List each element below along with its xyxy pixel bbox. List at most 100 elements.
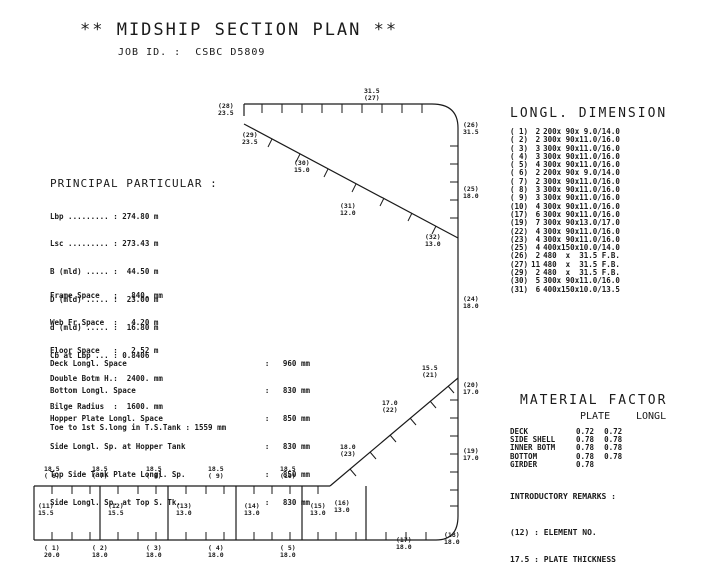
- longl-no: ( 3): [510, 143, 529, 153]
- longl-size: 300x 90x11.0/16.0: [543, 201, 620, 211]
- hopper-line: [329, 377, 459, 487]
- material-member: BOTTOM: [510, 451, 538, 461]
- longl-size: 480 x 31.5 F.B.: [543, 251, 620, 261]
- element-label: ( 4)18.0: [208, 544, 224, 559]
- longl-no: ( 6): [510, 168, 529, 178]
- element-label: (26)31.5: [463, 121, 479, 136]
- element-label: 18.5( 6): [44, 465, 60, 480]
- longl-no: (30): [510, 276, 529, 286]
- longl-no: ( 4): [510, 151, 529, 161]
- longl-count: 3: [535, 143, 541, 153]
- longl-no: (25): [510, 243, 529, 253]
- material-longl: 0.78: [604, 451, 623, 461]
- element-label: (11)15.5: [38, 502, 54, 517]
- spacing-row: Deck Longl. Space: 960 mm: [50, 358, 310, 368]
- longl-count: 4: [535, 201, 541, 211]
- spacing-row: Side Longl. Sp. at Top S. Tk.: 830 mm: [50, 498, 310, 508]
- longl-no: ( 2): [510, 135, 529, 145]
- material-longl: 0.72: [604, 427, 623, 436]
- longl-no: ( 5): [510, 160, 529, 170]
- gunwale-corner: [431, 103, 459, 129]
- longl-size: 300x 90x11.0/16.0: [543, 151, 620, 161]
- element-label: 18.5( 7): [92, 465, 108, 480]
- element-label: (19)17.0: [463, 447, 479, 462]
- longl-no: ( 7): [510, 176, 529, 186]
- spacing-row: Bottom Longl. Space: 830 mm: [50, 386, 310, 396]
- longl-no: (17): [510, 209, 529, 219]
- element-label: (17)18.0: [396, 536, 412, 551]
- material-factor-heading: MATERIAL FACTOR: [520, 393, 668, 408]
- longl-size: 300x 90x11.0/16.0: [543, 185, 620, 195]
- longl-count: 3: [535, 193, 541, 203]
- element-label: ( 5)18.0: [280, 544, 296, 559]
- longl-count: 7: [535, 218, 541, 228]
- longl-no: (31): [510, 284, 529, 294]
- longl-no: (23): [510, 234, 529, 244]
- longl-count: 6: [535, 209, 541, 219]
- longl-no: ( 9): [510, 193, 529, 203]
- element-label: 31.5(27): [364, 87, 380, 102]
- material-plate: 0.78: [576, 459, 595, 469]
- longl-size: 300x 90x13.0/17.0: [543, 218, 620, 228]
- job-id: JOB ID. : CSBC D5809: [118, 47, 266, 58]
- bilge-curve: [435, 515, 459, 541]
- material-member: INNER BOTM: [510, 443, 556, 453]
- element-label: (24)18.0: [463, 295, 479, 310]
- principal-heading: PRINCIPAL PARTICULAR :: [50, 177, 218, 190]
- material-plate: 0.78: [576, 435, 595, 445]
- element-label: ( 2)18.0: [92, 544, 108, 559]
- longl-size: 480 x 31.5 F.B.: [543, 259, 620, 269]
- element-label: 18.0(23): [340, 443, 356, 458]
- longl-size: 200x 90x 9.0/14.0: [543, 168, 620, 178]
- longl-count: 4: [535, 160, 541, 170]
- longl-count: 2: [535, 127, 541, 136]
- longl-no: (29): [510, 268, 529, 278]
- remarks-list: (12) : ELEMENT NO. 17.5 : PLATE THICKNES…: [510, 527, 616, 565]
- longitudinal-ticks: [51, 104, 458, 540]
- material-longl: [604, 461, 632, 469]
- element-label: 17.0(22): [382, 399, 398, 414]
- longl-count: 11: [531, 259, 541, 269]
- longl-count: 2: [535, 168, 541, 178]
- element-label: 18.5( 8): [146, 465, 162, 480]
- longl-count: 2: [535, 251, 541, 261]
- remarks-heading: INTRODUCTORY REMARKS :: [510, 492, 616, 501]
- element-label: (14)13.0: [244, 502, 260, 517]
- element-label: 18.5(10): [280, 465, 296, 480]
- longl-size: 480 x 31.5 F.B.: [543, 268, 620, 278]
- longl-size: 300x 90x11.0/16.0: [543, 276, 620, 286]
- element-label: (13)13.0: [176, 502, 192, 517]
- element-label: (15)13.0: [310, 502, 326, 517]
- material-member: SIDE SHELL: [510, 435, 556, 445]
- page-title: ** MIDSHIP SECTION PLAN **: [80, 20, 399, 40]
- spacing-list: Frame Space : 840. mm Web Fr.Space : 4.2…: [50, 290, 163, 412]
- longl-size: 200x 90x 9.0/14.0: [543, 127, 620, 136]
- longl-count: 2: [535, 176, 541, 186]
- material-col-plate: PLATE: [580, 411, 611, 422]
- longl-no: (26): [510, 251, 529, 261]
- longl-no: (19): [510, 218, 529, 228]
- longl-count: 6: [535, 284, 541, 294]
- spacing-row: Top Side Tank Plate Longl. Sp.: 850 mm: [50, 470, 310, 480]
- longl-count: 4: [535, 234, 541, 244]
- longl-spacing: Deck Longl. Space: 960 mm Bottom Longl. …: [50, 340, 310, 517]
- element-label: 15.5(21): [422, 364, 438, 379]
- element-label: (28)23.5: [218, 102, 234, 117]
